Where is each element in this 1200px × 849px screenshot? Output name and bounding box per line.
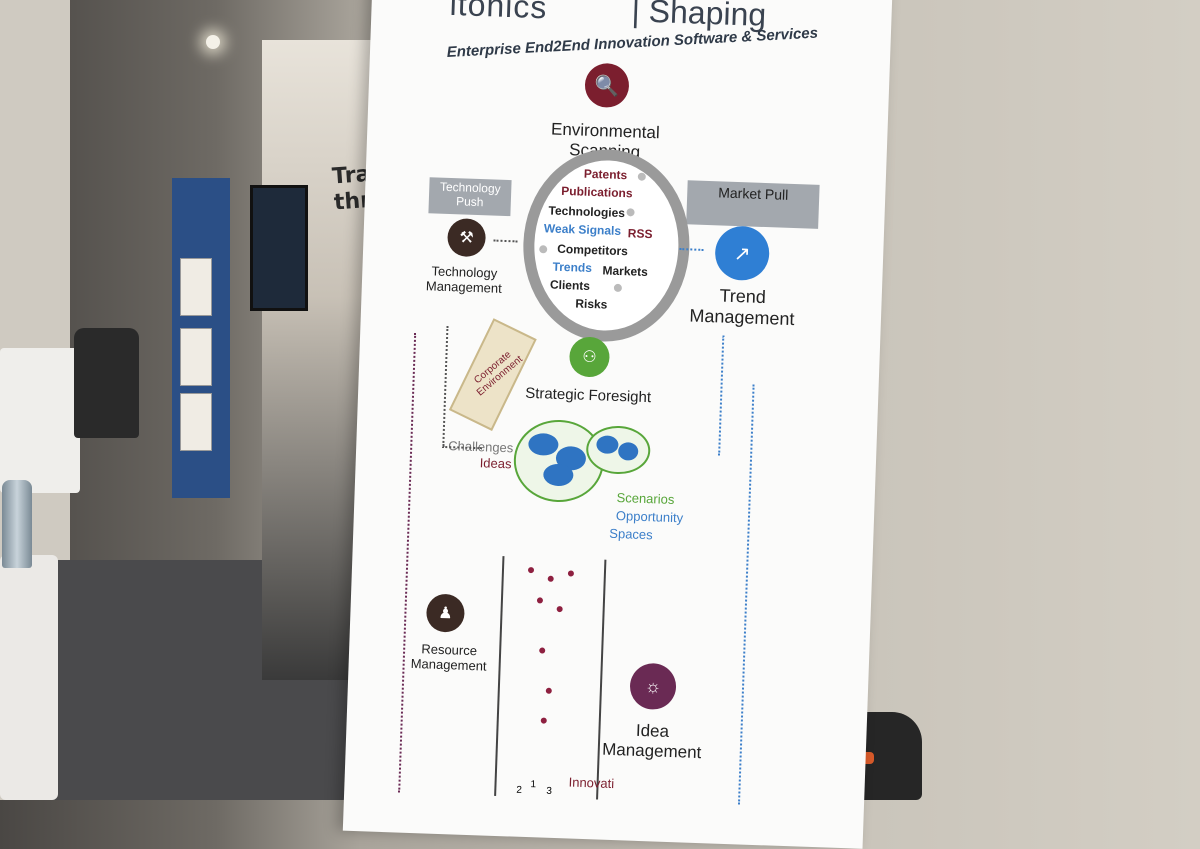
innovation-funnel [494, 556, 607, 800]
hammer-icon: ⚒ [446, 217, 487, 258]
funnel-number-3: 3 [546, 785, 553, 797]
magnifier-handle: Corporate Environment [448, 318, 537, 431]
connector-dotted [493, 239, 518, 243]
word-markets: Markets [602, 263, 649, 279]
connector-dotted [398, 332, 417, 793]
technology-management-label: Technology Management [425, 263, 503, 296]
itonics-poster: itonics | Shaping Enterprise End2End Inn… [342, 0, 894, 849]
trend-management-label: Trend Management [689, 285, 795, 330]
word-risks: Risks [575, 296, 608, 312]
opportunity-label: Opportunity [615, 508, 684, 526]
technology-push-label: Technology Push [439, 179, 501, 210]
water-bottle [2, 480, 32, 568]
pedestal [0, 555, 58, 800]
binoculars-icon: ⚇ [568, 336, 611, 378]
scenarios-label: Scenarios [616, 490, 675, 508]
word-clients: Clients [549, 277, 591, 293]
spaces-label: Spaces [609, 525, 653, 543]
technology-push-arrow: Technology Push [428, 177, 512, 217]
word-trends: Trends [552, 259, 593, 276]
blue-banner-stand [172, 178, 230, 498]
word-publications: Publications [561, 183, 633, 201]
lightbulb-icon: ☼ [629, 662, 677, 711]
funnel-number-1: 1 [530, 779, 537, 791]
word-weak-signals: Weak Signals [543, 221, 622, 238]
photo-scene: Transform through in itonics | Shaping E… [0, 0, 922, 805]
display-screen [250, 185, 308, 311]
ceiling-lamp [206, 35, 220, 49]
connector-dotted [718, 335, 725, 456]
word-technologies: Technologies [548, 203, 626, 221]
trend-arrow-icon: ↗ [714, 225, 771, 282]
standing-table [0, 348, 80, 493]
word-patents: Patents [583, 166, 628, 183]
resource-management-label: Resource Management [410, 641, 487, 674]
document-search-icon: 🔍 [584, 62, 630, 109]
banner-card [180, 393, 212, 451]
ideas-label: Ideas [479, 455, 512, 472]
banner-card [180, 328, 212, 386]
idea-management-label: Idea Management [601, 720, 702, 763]
people-icon: ♟ [425, 593, 466, 633]
strategic-foresight-label: Strategic Foresight [524, 384, 652, 407]
funnel-number-2: 2 [516, 784, 523, 796]
chair [74, 328, 139, 438]
word-competitors: Competitors [556, 241, 629, 259]
innovation-label: Innovati [568, 774, 615, 792]
connector-dotted [737, 384, 755, 805]
banner-card [180, 258, 212, 316]
tagline: Enterprise End2End Innovation Software &… [446, 24, 819, 62]
market-pull-label: Market Pull [718, 184, 789, 203]
connector-dotted [442, 325, 449, 446]
market-pull-arrow: Market Pull [686, 180, 820, 229]
brand-logo: itonics [449, 0, 548, 26]
word-rss: RSS [627, 226, 653, 242]
